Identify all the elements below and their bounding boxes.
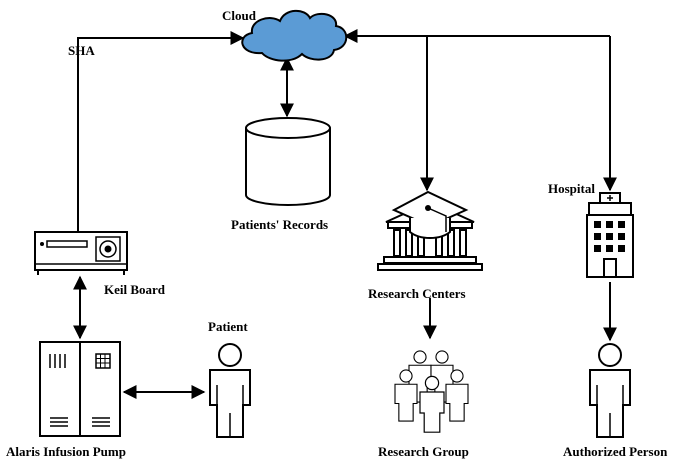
database-icon: [245, 117, 331, 206]
cloud-icon: [241, 9, 348, 62]
patient-label: Patient: [208, 319, 248, 334]
arrow-keil-to-cloud: [77, 31, 245, 232]
connectors: [73, 29, 617, 399]
sha-label: SHA: [68, 43, 95, 58]
patients-records-label: Patients' Records: [231, 217, 328, 232]
hospital-label: Hospital: [548, 181, 595, 196]
hospital-building-icon: [586, 192, 634, 278]
cloud-label: Cloud: [222, 8, 257, 23]
group-icon: [394, 350, 469, 433]
alaris-pump-label: Alaris Infusion Pump: [6, 444, 126, 459]
authorized-person-label: Authorized Person: [563, 444, 668, 459]
university-icon: [377, 190, 483, 271]
research-group-label: Research Group: [378, 444, 469, 459]
person-icon: [589, 343, 631, 438]
person-icon: [209, 343, 251, 438]
infusion-pump-icon: [39, 341, 121, 437]
research-centers-label: Research Centers: [368, 286, 466, 301]
keil-board-icon: [34, 231, 128, 275]
keil-board-label: Keil Board: [104, 282, 166, 297]
